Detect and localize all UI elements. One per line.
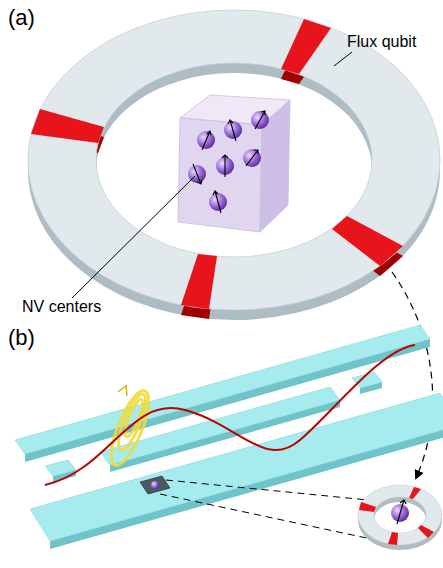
- panel-label: (b): [8, 326, 35, 350]
- spin-arrow: [222, 155, 228, 177]
- cube-front: [178, 118, 262, 232]
- illustration-part: [31, 19, 403, 309]
- ring-top: [28, 10, 440, 310]
- nv-atom: [251, 111, 269, 129]
- josephson-junction: [181, 254, 217, 309]
- coplanar-waveguide: [15, 325, 443, 549]
- callout-label: Flux qubit: [347, 33, 416, 51]
- nv-atom: [197, 131, 215, 149]
- coupling-pad: [45, 460, 76, 476]
- spin-arrow: [228, 120, 236, 141]
- nv-atom: [243, 149, 261, 167]
- zoom-line: [160, 494, 376, 540]
- ground-plane: [30, 393, 443, 541]
- spin-arrow: [193, 164, 202, 184]
- spin-arrow: [213, 191, 221, 213]
- spin-arrow: [397, 500, 406, 524]
- illustration-part: [359, 487, 434, 545]
- field-loops: [104, 386, 156, 469]
- josephson-junction: [281, 19, 331, 74]
- spin-arrow: [255, 111, 265, 129]
- sample-hole: [140, 476, 170, 494]
- josephson-junction: [332, 216, 403, 266]
- field-loop: [104, 386, 156, 469]
- microwave-field: [45, 345, 415, 485]
- leader-line: [334, 52, 352, 66]
- field-loop: [113, 391, 150, 453]
- nv-atom: [151, 481, 159, 489]
- zoom-line: [166, 480, 368, 500]
- nv-center-atoms: [188, 111, 269, 213]
- callout-label: NV centers: [22, 298, 101, 316]
- josephson-junction: [359, 502, 376, 512]
- panel-label: (a): [8, 6, 35, 30]
- josephson-junction: [388, 532, 398, 545]
- ring-top: [358, 485, 442, 545]
- spin-arrow: [246, 150, 258, 166]
- flux-qubit-ring: [28, 10, 440, 320]
- spin-arrow: [202, 131, 211, 150]
- small-flux-qubit: [358, 485, 442, 550]
- diamond-cube: [178, 95, 290, 232]
- field-loop-arrow: [118, 386, 127, 396]
- josephson-junction: [409, 487, 421, 499]
- leader-line: [72, 176, 195, 298]
- josephson-junction: [31, 109, 104, 143]
- josephson-junction: [418, 525, 434, 538]
